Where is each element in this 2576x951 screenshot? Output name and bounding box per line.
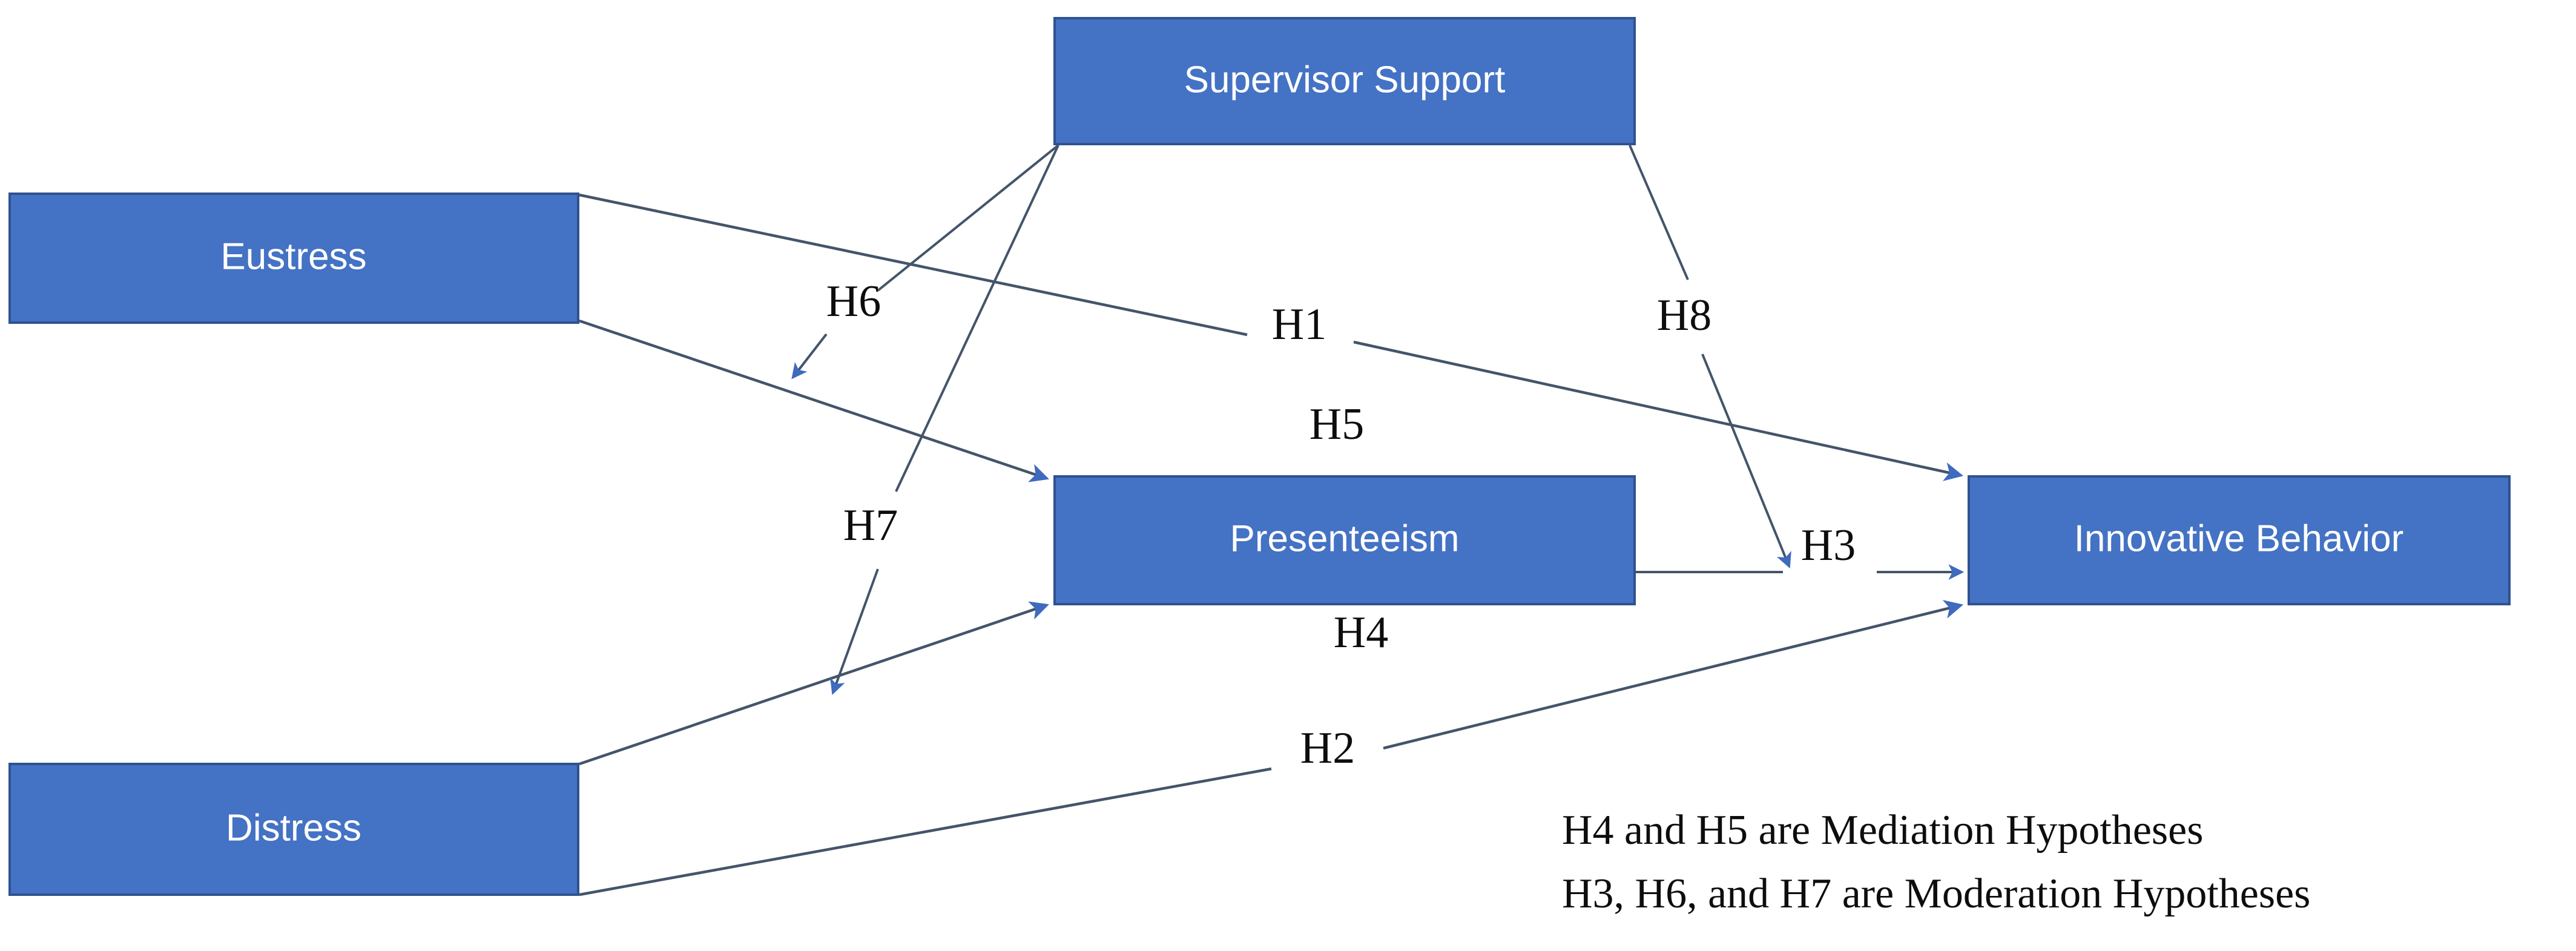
legend-line-moderation: H3, H6, and H7 are Moderation Hypotheses: [1562, 870, 2310, 917]
edge-eustress-to-innovative: [579, 193, 1964, 481]
node-supervisor-support[interactable]: Supervisor Support: [1053, 17, 1636, 145]
hypothesis-label-h5: H5: [1309, 400, 1364, 449]
node-label-presenteeism: Presenteeism: [1230, 518, 1459, 559]
hypothesis-label-h3: H3: [1801, 521, 1856, 570]
edge-distress-to-presenteeism: [579, 601, 1049, 766]
node-innovative-behavior[interactable]: Innovative Behavior: [1968, 475, 2511, 605]
hypothesis-label-h8: H8: [1657, 291, 1711, 340]
node-label-innovative-behavior: Innovative Behavior: [2074, 518, 2404, 559]
hypothesis-label-h6: H6: [826, 277, 881, 326]
node-label-eustress: Eustress: [220, 235, 366, 277]
node-label-supervisor-support: Supervisor Support: [1184, 59, 1506, 100]
edge-eustress-to-presenteeism: [579, 319, 1049, 482]
hypothesis-label-h2: H2: [1300, 723, 1355, 773]
node-presenteeism[interactable]: Presenteeism: [1053, 475, 1636, 605]
hypothesis-label-h7: H7: [843, 501, 898, 550]
node-distress[interactable]: Distress: [8, 763, 579, 896]
hypothesis-label-h4: H4: [1334, 608, 1388, 657]
edge-supervisor-moderates-eustress: [791, 144, 1059, 380]
edge-supervisor-moderates-presenteeism: [1629, 145, 1791, 569]
edge-supervisor-moderates-distress: [830, 145, 1059, 696]
node-eustress[interactable]: Eustress: [8, 193, 579, 324]
legend: H4 and H5 are Mediation Hypotheses H3, H…: [1562, 807, 2310, 917]
node-label-distress: Distress: [226, 807, 361, 849]
edge-distress-to-innovative: [579, 600, 1964, 897]
legend-line-mediation: H4 and H5 are Mediation Hypotheses: [1562, 807, 2203, 854]
hypothesis-label-h1: H1: [1272, 300, 1326, 349]
